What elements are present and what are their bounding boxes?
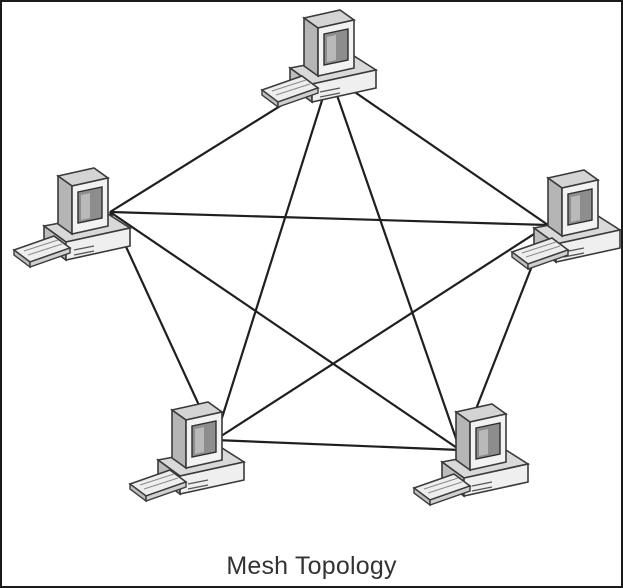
computer-bottom-right[interactable] xyxy=(413,403,529,506)
link-computer-top-computer-bottom-left xyxy=(213,74,332,441)
computer-top[interactable] xyxy=(261,9,377,108)
mesh-links xyxy=(109,74,550,452)
link-computer-top-computer-bottom-right xyxy=(328,74,462,451)
link-computer-left-computer-bottom-right xyxy=(109,211,461,451)
computer-right[interactable] xyxy=(511,169,621,270)
link-computer-left-computer-right xyxy=(109,210,549,227)
link-computer-top-computer-right xyxy=(329,74,549,226)
link-computer-left-computer-bottom-left xyxy=(109,211,216,441)
link-computer-right-computer-bottom-left xyxy=(214,224,549,441)
diagram-caption: Mesh Topology xyxy=(226,552,397,580)
link-computer-bottom-left-computer-bottom-right xyxy=(214,438,461,452)
computer-bottom-left[interactable] xyxy=(129,401,245,502)
computer-left[interactable] xyxy=(13,167,131,268)
